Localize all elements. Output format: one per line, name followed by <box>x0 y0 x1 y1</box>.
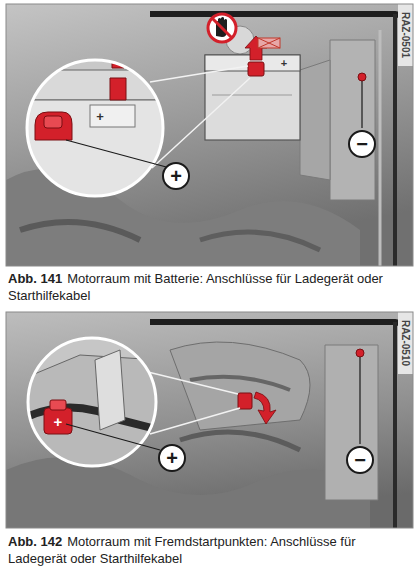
callout-symbol: − <box>356 134 368 154</box>
callout-plus: + <box>162 162 190 190</box>
polarity-mark: + <box>54 414 63 429</box>
callout-symbol: + <box>170 166 182 186</box>
figure-number: Abb. 142 <box>8 534 62 549</box>
figure-caption: Motorraum mit Batterie: Anschlüsse für L… <box>8 271 383 303</box>
callout-minus: − <box>346 446 374 474</box>
caption-block: Abb. 142Motorraum mit Fremdstartpunkten:… <box>8 533 410 567</box>
callout-minus: − <box>348 130 376 158</box>
polarity-mark: + <box>96 110 104 123</box>
figure-number: Abb. 141 <box>8 271 62 286</box>
callout-plus: + <box>158 444 186 472</box>
callout-symbol: − <box>354 450 366 470</box>
caption-block: Abb. 141Motorraum mit Batterie: Anschlüs… <box>8 270 410 304</box>
callout-symbol: + <box>166 448 178 468</box>
figure-code: RAZ-0501 <box>400 12 410 58</box>
polarity-mark: + <box>281 58 287 69</box>
figure-code: RAZ-0510 <box>400 320 410 366</box>
